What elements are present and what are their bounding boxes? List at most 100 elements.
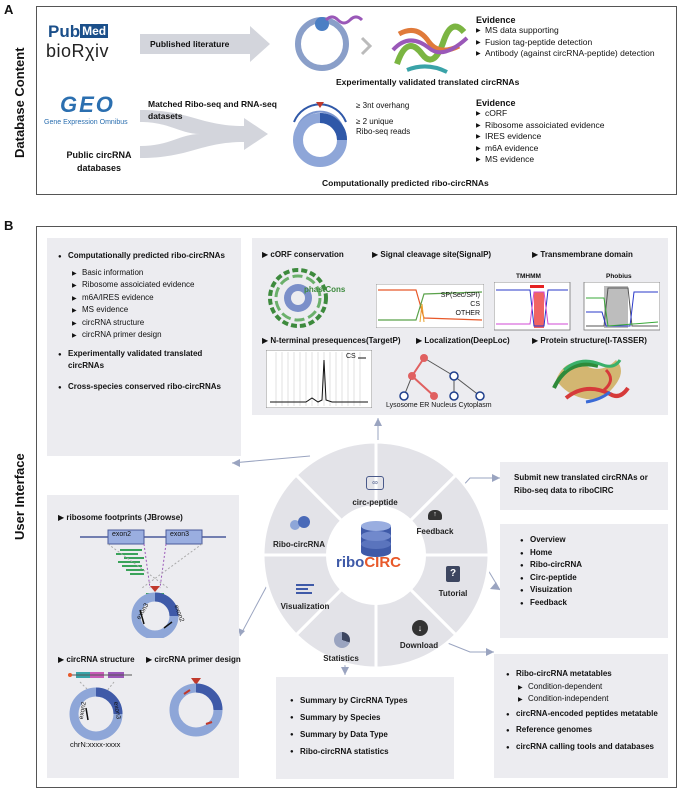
phastcons-ring-chart: [268, 268, 328, 328]
tutorial-list: Overview Home Ribo-circRNA Circ-peptide …: [520, 534, 582, 610]
jbrowse-title: ▶ ribosome footprints (JBrowse): [58, 513, 183, 522]
download-item[interactable]: Ribo-circRNA metatables: [506, 668, 666, 681]
overhang-label: ≥ 3nt overhang: [356, 101, 410, 110]
published-literature-label: Published literature: [150, 39, 230, 49]
ribocirc-logo: riboCIRC: [336, 554, 402, 571]
targetp-title: ▶ N-terminal presequences(TargetP): [262, 336, 401, 345]
statistics-item[interactable]: Summary by Species: [290, 709, 408, 727]
feature-heading: Cross-species conserved ribo-circRNAs: [58, 381, 234, 393]
wheel-circ-peptide[interactable]: circ-peptide: [352, 498, 398, 507]
download-item[interactable]: Reference genomes: [506, 724, 666, 737]
exon3-label: exon3: [170, 531, 190, 538]
wheel-feedback[interactable]: Feedback: [416, 527, 454, 536]
deeploc-label: Nucleus: [431, 402, 457, 409]
biorxiv-logo: bioRχiv: [46, 41, 109, 61]
geo-subtitle: Gene Expression Omnibus: [44, 119, 128, 126]
computational-caption: Computationally predicted ribo-circRNAs: [322, 178, 489, 188]
experimental-caption: Experimentally validated translated circ…: [336, 77, 520, 87]
statistics-item[interactable]: Summary by CircRNA Types: [290, 692, 408, 710]
question-icon[interactable]: ?: [446, 566, 460, 582]
feature-subitem: circRNA structure: [72, 317, 234, 329]
deeploc-label: Cytoplasm: [458, 402, 492, 409]
signalp-plot: [376, 284, 484, 328]
ribo-seq-datasets-label: Matched Ribo-seq and RNA-seq datasets: [148, 99, 277, 121]
circrna-primer-title: ▶ circRNA primer design: [146, 655, 241, 664]
submit-text[interactable]: Submit new translated circRNAs or Ribo-s…: [514, 473, 648, 495]
submit-panel: [500, 462, 668, 510]
tutorial-item[interactable]: Ribo-circRNA: [520, 559, 582, 572]
statistics-item[interactable]: Ribo-circRNA statistics: [290, 743, 408, 761]
list-icon[interactable]: [296, 584, 314, 596]
tutorial-item[interactable]: Circ-peptide: [520, 572, 582, 584]
download-item[interactable]: circRNA-encoded peptides metatable: [506, 708, 666, 720]
feature-heading: Computationally predicted ribo-circRNAs: [58, 250, 234, 263]
ribo-circrna-illustration: [293, 102, 347, 167]
statistics-item[interactable]: Summary by Data Type: [290, 726, 408, 744]
panel-b-letter: B: [4, 218, 14, 233]
signalp-legend-other: OTHER: [455, 310, 481, 317]
targetp-cs-legend: CS: [346, 353, 356, 360]
chromosome-locus: chrN:xxxx-xxxx: [70, 740, 121, 749]
circrna-peptide-illustration: [295, 15, 469, 74]
download-item[interactable]: circRNA calling tools and databases: [506, 741, 666, 753]
feature-subitem: Basic information: [72, 267, 234, 279]
evidence-item: m6A evidence: [476, 143, 605, 155]
deeploc-tree: [399, 354, 485, 401]
tutorial-item[interactable]: Visuization: [520, 584, 582, 597]
database-icon: [361, 521, 391, 557]
phastcons-label: phastCons: [304, 285, 346, 294]
ribosome-icon[interactable]: [290, 516, 312, 530]
jbrowse-illustration: [80, 529, 226, 638]
deeploc-labels: Lysosome ER Nucleus Cytoplasm: [386, 402, 492, 409]
cloud-upload-icon[interactable]: ↑: [428, 510, 442, 520]
evidence-item: Antibody (against circRNA-peptide) detec…: [476, 48, 655, 60]
transmembrane-title: ▶ Transmembrane domain: [532, 250, 633, 259]
statistics-list: Summary by CircRNA Types Summary by Spec…: [290, 692, 408, 761]
tmhmm-label: TMHMM: [516, 273, 541, 280]
signalp-legend-cs: CS: [470, 301, 480, 308]
itasser-title: ▶ Protein structure(I-TASSER): [532, 336, 647, 345]
ribo-circrna-feature-list: Computationally predicted ribo-circRNAs …: [58, 250, 234, 394]
wheel-statistics[interactable]: Statistics: [323, 654, 359, 663]
pie-chart-icon[interactable]: [334, 632, 350, 648]
exon2-label: exon2: [112, 531, 132, 538]
evidence-list-experimental: Evidence MS data supporting Fusion tag-p…: [476, 15, 655, 60]
deeploc-label: Lysosome: [386, 402, 418, 409]
deeploc-title: ▶ Localization(DeepLoc): [416, 336, 510, 345]
peptide-icon[interactable]: ∞: [366, 476, 384, 490]
evidence-heading: Evidence: [476, 15, 516, 25]
signalp-legend-sp: SP(Sec/SPI): [440, 292, 480, 299]
panel-a-letter: A: [4, 2, 14, 17]
tutorial-item[interactable]: Overview: [520, 534, 582, 547]
download-subitem[interactable]: Condition-dependent: [518, 681, 666, 693]
panel-a-arrows: [140, 26, 270, 158]
wheel-tutorial[interactable]: Tutorial: [438, 589, 468, 598]
evidence-list-computational: Evidence cORF Ribosome assoiciated evide…: [476, 98, 605, 166]
deeploc-label: ER: [419, 402, 430, 409]
feature-subitem: MS evidence: [72, 304, 234, 317]
tutorial-item[interactable]: Home: [520, 547, 582, 559]
signalp-title: ▶ Signal cleavage site(SignalP): [372, 250, 492, 259]
protein-structure-illustration: [552, 359, 630, 404]
unique-reads-line2: Ribo-seq reads: [356, 127, 411, 136]
circrna-structure-illustrations: [68, 672, 223, 741]
ribocirc-wheel: [261, 440, 491, 670]
targetp-plot: [266, 350, 372, 408]
wheel-download[interactable]: Download: [399, 641, 439, 650]
wheel-visualization[interactable]: Visualization: [280, 602, 330, 611]
tutorial-item[interactable]: Feedback: [520, 597, 582, 609]
download-list: Ribo-circRNA metatables Condition-depend…: [506, 668, 666, 754]
wheel-ribo-circrna[interactable]: Ribo-circRNA: [272, 540, 325, 549]
feature-subitem: Ribosome assoiciated evidence: [72, 279, 234, 292]
phobius-label: Phobius: [606, 273, 632, 280]
evidence-item: Fusion tag-peptide detection: [476, 37, 655, 49]
public-databases-label: Public circRNA databases: [66, 150, 132, 173]
circrna-structure-title: ▶ circRNA structure: [58, 655, 135, 664]
download-icon[interactable]: ↓: [412, 620, 428, 636]
signalp-legend: SP(Sec/SPI) CS OTHER: [424, 291, 480, 318]
feature-heading: Experimentally validated translated circ…: [58, 348, 234, 373]
evidence-item: MS data supporting: [476, 25, 655, 37]
download-subitem[interactable]: Condition-independent: [518, 693, 666, 706]
feature-subitem: circRNA primer design: [72, 329, 234, 342]
